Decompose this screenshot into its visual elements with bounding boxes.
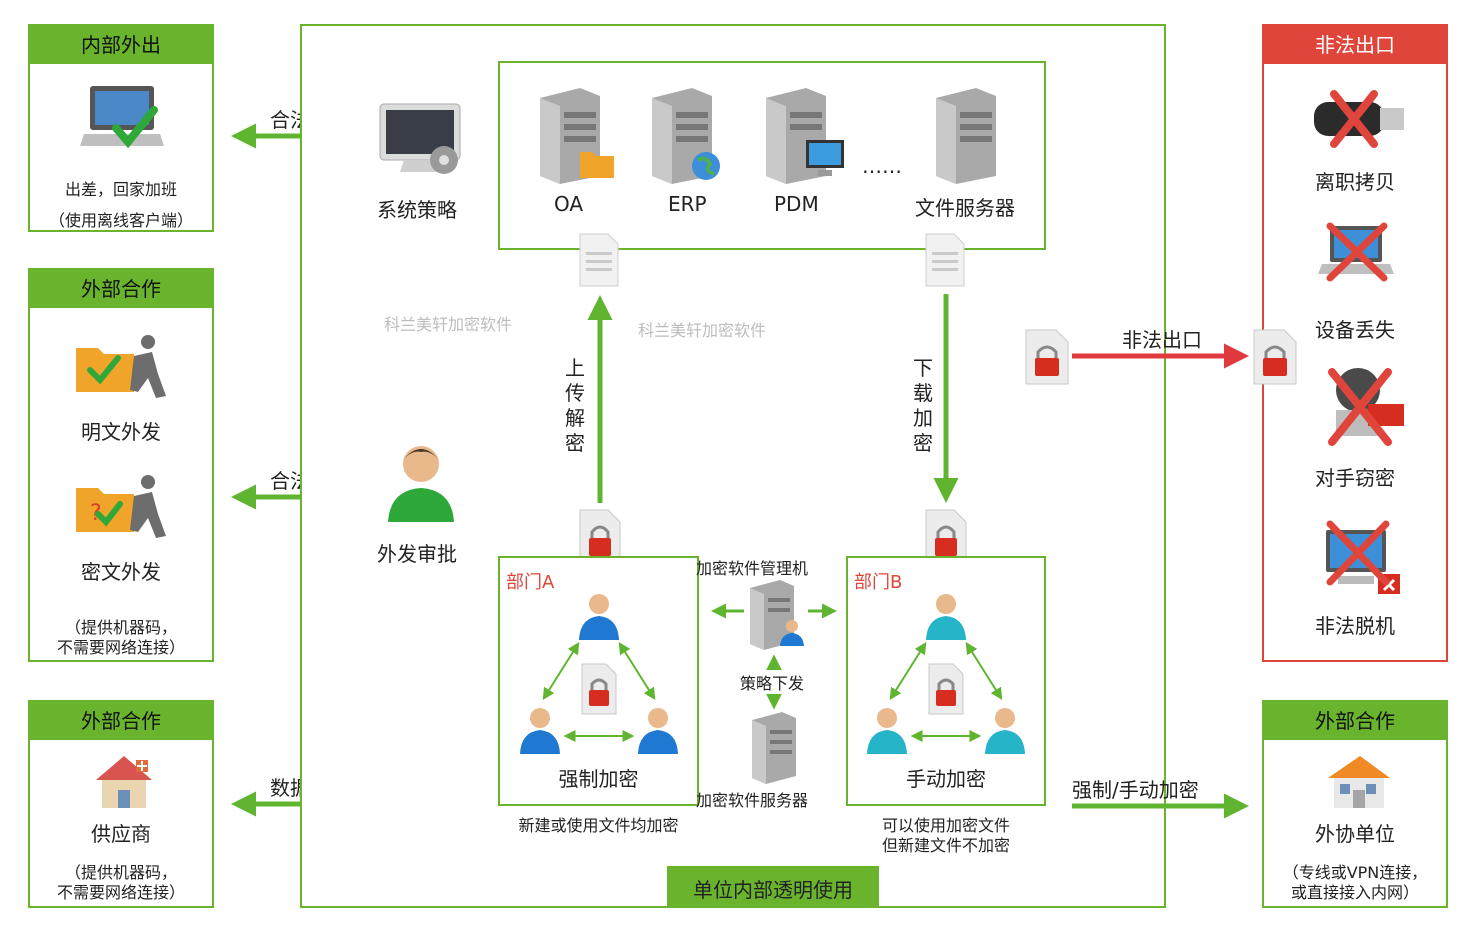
system-policy-label: 系统策略 (377, 198, 457, 222)
illegal-item-2: 设备丢失 (1315, 318, 1395, 342)
panel-external-coop-1: 外部合作 明文外发 ? 密文外发 （提供机器码， 不需要网络连接） (28, 268, 214, 662)
watermark-2: 科兰美轩加密软件 (638, 321, 767, 340)
server-oa-icon (540, 88, 614, 184)
panel-internal-out: 内部外出 出差，回家加班 （使用离线客户端） (28, 24, 214, 232)
locked-document-icon (579, 509, 621, 565)
panel-title: 外部合作 (1264, 702, 1446, 740)
watermark-1: 科兰美轩加密软件 (384, 315, 513, 334)
folder-runner-question-icon: ? (76, 475, 166, 538)
external-coop-1-note-2: 不需要网络连接） (56, 638, 185, 657)
building-icon (1328, 756, 1390, 808)
download-encrypt-label: 下载 加密 (913, 356, 933, 455)
dept-b-note-1: 可以使用加密文件 (881, 816, 1010, 835)
panel-title: 外部合作 (30, 702, 212, 740)
illegal-item-1: 离职拷贝 (1315, 170, 1395, 194)
dept-b-name: 部门B (854, 572, 903, 593)
monitor-gear-icon (379, 103, 461, 174)
locked-doc-inside-icon (1025, 329, 1069, 385)
laptop-check-icon (80, 86, 164, 149)
external-coop-2-note-2: 不需要网络连接） (56, 883, 185, 902)
locked-document-icon (925, 509, 967, 565)
person-green-icon (388, 446, 454, 522)
locked-document-icon (928, 663, 964, 715)
server-label-pdm: PDM (774, 192, 819, 216)
person-teal-icon (985, 708, 1025, 754)
forced-manual-label: 强制/手动加密 (1072, 778, 1199, 802)
locked-doc-outside-icon (1253, 329, 1297, 385)
outbound-approval-label: 外发审批 (377, 542, 457, 566)
mgmt-machine-label: 加密软件管理机 (696, 559, 809, 578)
house-icon (96, 756, 152, 808)
internal-zone-footer: 单位内部透明使用 (667, 866, 879, 908)
document-icon (925, 233, 965, 287)
footer-label: 单位内部透明使用 (693, 878, 853, 902)
dept-a-mode: 强制加密 (558, 767, 639, 791)
server-label-oa: OA (554, 192, 584, 216)
document-icon (579, 233, 619, 287)
panel-external-coop-2: 外部合作 供应商 （提供机器码， 不需要网络连接） (28, 700, 214, 908)
panel-external-coop-3: 外部合作 外协单位 （专线或VPN连接， 或直接接入内网） (1262, 700, 1448, 908)
illegal-item-4: 非法脱机 (1315, 614, 1395, 638)
locked-document-icon (581, 663, 617, 715)
external-coop-1-note-1: （提供机器码， (64, 618, 177, 637)
person-blue-icon (520, 708, 560, 754)
partner-label: 外协单位 (1315, 822, 1395, 846)
internal-out-note: （使用离线客户端） (48, 211, 193, 230)
plain-send-label: 明文外发 (81, 420, 161, 444)
dept-a-name: 部门A (506, 572, 555, 593)
upload-decrypt-label: 上传 解密 (565, 356, 585, 455)
dept-a-note: 新建或使用文件均加密 (518, 816, 679, 835)
server-erp-icon (652, 88, 720, 184)
external-coop-3-note-2: 或直接接入内网） (1290, 883, 1419, 902)
panel-illegal-exit: 非法出口 离职拷贝 设备丢失 对手窃密 非法脱机 (1262, 24, 1448, 662)
server-label-file: 文件服务器 (915, 196, 1015, 220)
folder-runner-icon (76, 335, 166, 398)
mgmt-server-icon (750, 580, 804, 650)
servers-ellipsis: …… (862, 154, 902, 178)
illegal-exit-label: 非法出口 (1122, 328, 1202, 352)
enc-server-icon (752, 712, 796, 784)
spy-crossed-icon (1328, 368, 1404, 446)
person-blue-icon (638, 708, 678, 754)
panel-title: 非法出口 (1264, 26, 1446, 64)
external-coop-2-note-1: （提供机器码， (64, 863, 177, 882)
dept-b-mode: 手动加密 (906, 767, 986, 791)
usb-drive-crossed-icon (1314, 90, 1404, 148)
computer-crossed-icon (1326, 520, 1400, 594)
external-coop-3-note-1: （专线或VPN连接， (1282, 863, 1428, 882)
supplier-label: 供应商 (91, 822, 151, 846)
server-pdm-icon (766, 88, 844, 184)
person-blue-icon (579, 594, 619, 640)
person-teal-icon (926, 594, 966, 640)
server-file-icon (936, 88, 996, 184)
dept-b-people (867, 594, 1025, 754)
panel-title: 内部外出 (30, 26, 212, 64)
server-label-erp: ERP (668, 192, 707, 216)
dept-a-people (520, 594, 678, 754)
cipher-send-label: 密文外发 (81, 560, 161, 584)
enc-server-label: 加密软件服务器 (696, 791, 809, 810)
internal-out-caption: 出差，回家加班 (64, 180, 177, 199)
illegal-item-3: 对手窃密 (1315, 466, 1395, 490)
policy-issue-label: 策略下发 (740, 670, 805, 694)
dept-b-note-2: 但新建文件不加密 (881, 836, 1010, 855)
laptop-crossed-icon (1318, 222, 1394, 282)
panel-title: 外部合作 (30, 270, 212, 308)
person-teal-icon (867, 708, 907, 754)
